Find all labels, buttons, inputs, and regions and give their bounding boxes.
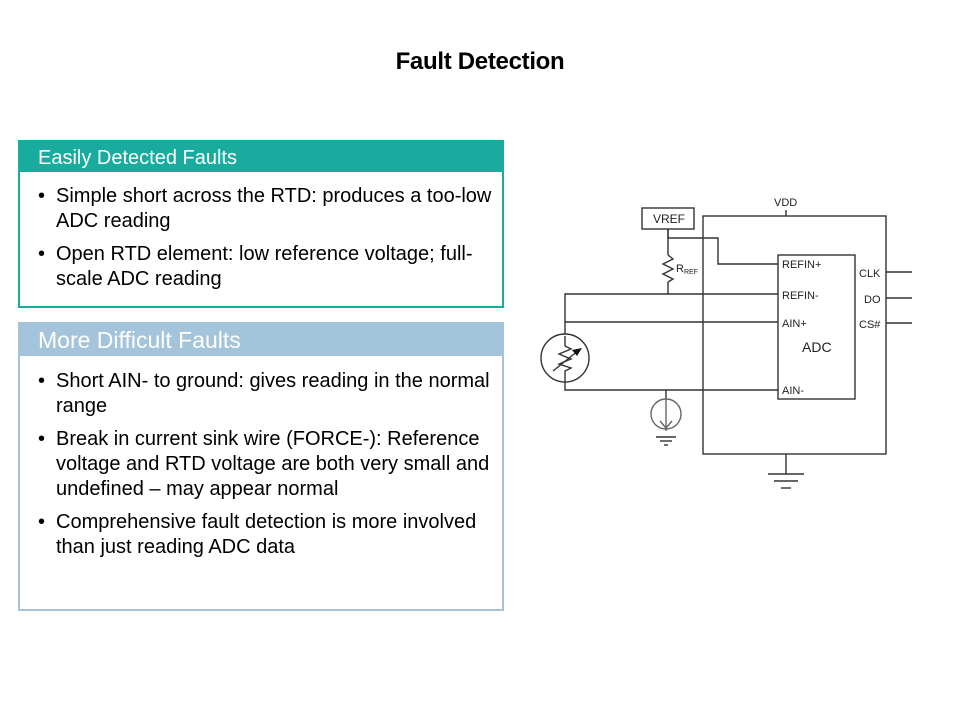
bullet-icon: • xyxy=(38,428,46,450)
more-difficult-faults-list: • Short AIN- to ground: gives reading in … xyxy=(20,369,502,560)
easily-detected-faults-box: Easily Detected Faults • Simple short acr… xyxy=(18,140,504,308)
adc-pin-refin-minus: REFIN- xyxy=(782,290,819,302)
ain-minus-wire xyxy=(564,380,778,391)
easily-detected-faults-list: • Simple short across the RTD: produces a… xyxy=(20,184,502,292)
vref-to-refin-plus-wire xyxy=(667,229,778,265)
rref-label-main: R xyxy=(676,263,684,275)
bullet-icon: • xyxy=(38,370,46,392)
list-item-text: Open RTD element: low reference voltage;… xyxy=(56,243,473,290)
bullet-icon: • xyxy=(38,243,46,265)
list-item: • Short AIN- to ground: gives reading in … xyxy=(20,369,502,419)
adc-pin-cs: CS# xyxy=(859,319,881,331)
rref-label: RREF xyxy=(676,263,698,276)
list-item-text: Break in current sink wire (FORCE-): Ref… xyxy=(56,428,490,500)
adc-pin-do: DO xyxy=(864,294,881,306)
adc-pin-clk: CLK xyxy=(859,268,881,280)
list-item: • Simple short across the RTD: produces a… xyxy=(20,184,502,234)
rtd-arrow xyxy=(552,349,580,372)
list-item-text: Simple short across the RTD: produces a … xyxy=(56,185,492,232)
refin-minus-wire xyxy=(564,293,778,334)
vdd-label: VDD xyxy=(774,197,797,209)
bullet-icon: • xyxy=(38,185,46,207)
list-item: • Comprehensive fault detection is more i… xyxy=(20,510,502,560)
list-item: • Open RTD element: low reference voltage… xyxy=(20,242,502,292)
power-rail-loop xyxy=(702,215,887,455)
easily-detected-faults-header: Easily Detected Faults xyxy=(20,142,502,172)
vref-label: VREF xyxy=(653,212,685,226)
adc-pin-ain-plus: AIN+ xyxy=(782,318,807,330)
adc-box xyxy=(777,254,856,400)
rref-resistor-icon xyxy=(661,254,675,283)
rref-label-sub: REF xyxy=(684,269,698,276)
more-difficult-faults-header: More Difficult Faults xyxy=(20,324,502,356)
adc-pin-refin-plus: REFIN+ xyxy=(782,259,821,271)
slide-title: Fault Detection xyxy=(395,48,565,75)
adc-pin-ain-minus: AIN- xyxy=(782,385,804,397)
bullet-icon: • xyxy=(38,511,46,533)
list-item-text: Short AIN- to ground: gives reading in t… xyxy=(56,370,490,417)
current-sink-arrow-head xyxy=(659,420,673,430)
rtd-resistor-zigzag xyxy=(557,336,573,380)
more-difficult-faults-box: More Difficult Faults • Short AIN- to gro… xyxy=(18,322,504,611)
list-item: • Break in current sink wire (FORCE-): Re… xyxy=(20,427,502,502)
list-item-text: Comprehensive fault detection is more in… xyxy=(56,511,477,558)
adc-label: ADC xyxy=(802,339,832,355)
rtd-arrow-head xyxy=(572,348,582,356)
